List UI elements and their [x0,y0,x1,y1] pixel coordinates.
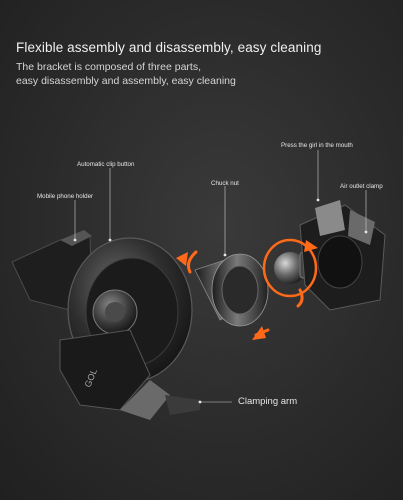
arrow-icon [296,288,304,308]
arrow-head-icon [176,252,188,266]
callout-chuck-nut: Chuck nut [211,180,239,187]
callout-clamping-arm: Clamping arm [238,396,298,407]
arrow-head-icon [252,326,266,340]
air-outlet-clamp-part [299,200,386,311]
phone-holder-part: GOL [11,230,200,420]
subtitle-line-1: The bracket is composed of three parts, [16,61,202,73]
arrow-icon [187,250,198,274]
callout-automatic-clip-button: Automatic clip button [77,161,135,168]
subtitle-line-2: easy disassembly and assembly, easy clea… [16,75,236,87]
arrow-head-icon [304,240,318,252]
headline: Flexible assembly and disassembly, easy … [16,40,322,55]
orange-arrows [176,238,318,340]
callout-press-the-girl: Press the girl in the mouth [281,142,353,149]
callout-lines [74,150,367,403]
chuck-nut-part [194,253,269,327]
callout-air-outlet-clamp: Air outlet clamp [340,183,383,190]
rotate-arrow-icon [262,238,318,298]
callout-mobile-phone-holder: Mobile phone holder [37,193,94,200]
